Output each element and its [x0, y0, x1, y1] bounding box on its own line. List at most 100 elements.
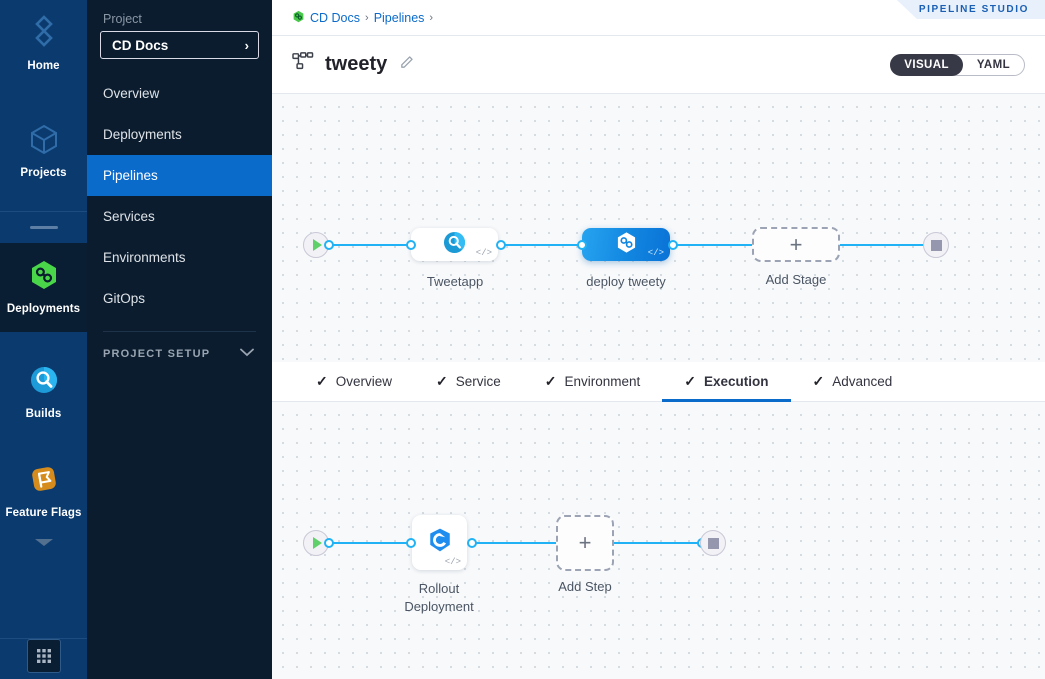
check-icon: ✓	[544, 373, 557, 389]
stage-config-tabs: ✓ Overview ✓ Service ✓ Environment ✓ Exe…	[272, 362, 1045, 402]
plus-icon: +	[578, 530, 592, 555]
port-tweetapp-in[interactable]	[406, 240, 416, 250]
sidebar-item-overview[interactable]: Overview	[87, 73, 272, 114]
breadcrumb-separator: ›	[365, 11, 369, 24]
port-exec-start-out[interactable]	[324, 538, 334, 548]
add-stage-node[interactable]: +	[752, 227, 840, 262]
check-icon: ✓	[316, 373, 328, 389]
project-sidebar: Project CD Docs › Overview Deployments P…	[87, 0, 272, 679]
build-circle-icon	[442, 230, 467, 260]
sidebar-item-gitops[interactable]: GitOps	[87, 278, 272, 319]
port-tweetapp-out[interactable]	[496, 240, 506, 250]
breadcrumb-link-cd-docs[interactable]: CD Docs	[310, 10, 361, 25]
rail-item-feature-flags[interactable]: Feature Flags	[0, 449, 87, 530]
play-icon	[313, 239, 322, 251]
page-title: tweety	[325, 53, 388, 75]
breadcrumb-bar: CD Docs › Pipelines › PIPELINE STUDIO	[272, 0, 1045, 36]
port-deploy-out[interactable]	[668, 240, 678, 250]
sidebar-item-label: Pipelines	[103, 168, 158, 183]
toggle-option-yaml[interactable]: YAML	[976, 58, 1010, 71]
sidebar-nav: Overview Deployments Pipelines Services …	[87, 73, 272, 319]
harness-green-icon	[292, 10, 305, 26]
grid-apps-icon[interactable]	[26, 639, 61, 673]
breadcrumb-link-pipelines[interactable]: Pipelines	[373, 10, 425, 25]
pipeline-studio-badge: PIPELINE STUDIO	[896, 0, 1045, 19]
builds-circle-icon	[28, 364, 60, 401]
project-selector[interactable]: CD Docs ›	[100, 31, 259, 59]
tab-environment[interactable]: ✓ Environment	[523, 362, 663, 401]
edge-start-to-rollout	[306, 542, 414, 544]
code-glyph-icon: </>	[475, 248, 492, 258]
project-setup-toggle[interactable]: PROJECT SETUP	[87, 332, 272, 360]
stage-node-deploy-tweety[interactable]: </>	[582, 228, 670, 261]
tab-service[interactable]: ✓ Service	[414, 362, 523, 401]
rail-label-deployments: Deployments	[6, 303, 81, 316]
sidebar-item-label: Services	[103, 209, 155, 224]
stop-icon	[930, 239, 942, 251]
sidebar-divider	[103, 331, 256, 332]
stop-icon	[707, 537, 719, 549]
check-icon: ✓	[812, 373, 825, 389]
cube-icon	[28, 123, 60, 160]
port-start-out[interactable]	[324, 240, 334, 250]
code-glyph-icon: </>	[444, 557, 461, 567]
sidebar-item-label: Environments	[103, 250, 186, 265]
play-icon	[313, 537, 322, 549]
pencil-icon[interactable]	[399, 55, 414, 75]
sidebar-item-deployments[interactable]: Deployments	[87, 114, 272, 155]
stage-node-tweetapp[interactable]: </>	[411, 228, 498, 261]
rail-item-builds[interactable]: Builds	[0, 350, 87, 431]
port-rollout-in[interactable]	[406, 538, 416, 548]
stage-label-tweetapp: Tweetapp	[426, 274, 484, 289]
stage-canvas[interactable]: </> Tweetapp </>	[272, 94, 1045, 362]
pipeline-end-node[interactable]	[923, 232, 949, 258]
tab-label: Environment	[564, 374, 641, 389]
step-label-rollout-deployment: Rollout Deployment	[404, 581, 474, 614]
edge-rollout-to-addstep	[472, 542, 588, 544]
rail-divider	[0, 211, 87, 243]
project-setup-label: PROJECT SETUP	[103, 348, 211, 360]
sidebar-section-label: Project	[103, 12, 142, 26]
project-selector-label: CD Docs	[112, 37, 169, 53]
add-step-label: Add Step	[558, 579, 612, 594]
home-diamond-icon	[27, 14, 61, 53]
chevron-down-icon[interactable]	[31, 535, 57, 554]
pipeline-tree-icon	[292, 52, 314, 77]
tab-label: Overview	[335, 374, 392, 389]
execution-canvas[interactable]: </> Rollout Deployment + Add Step	[272, 402, 1045, 679]
add-step-node[interactable]: +	[556, 515, 614, 571]
rail-item-projects[interactable]: Projects	[0, 109, 87, 190]
sidebar-item-environments[interactable]: Environments	[87, 237, 272, 278]
primary-nav-rail: Home Projects	[0, 0, 87, 679]
code-glyph-icon: </>	[647, 248, 664, 258]
check-icon: ✓	[684, 373, 697, 389]
visual-yaml-toggle[interactable]: VISUAL YAML	[890, 53, 1025, 76]
breadcrumb: CD Docs › Pipelines ›	[292, 10, 433, 26]
stage-label-deploy-tweety: deploy tweety	[586, 274, 666, 289]
port-deploy-in[interactable]	[577, 240, 587, 250]
tab-execution[interactable]: ✓ Execution	[662, 362, 791, 402]
rail-item-deployments[interactable]: Deployments	[0, 243, 87, 332]
sidebar-item-services[interactable]: Services	[87, 196, 272, 237]
rail-label-home: Home	[27, 60, 60, 72]
tab-label: Service	[455, 374, 501, 389]
toggle-option-visual[interactable]: VISUAL	[890, 53, 963, 76]
tab-advanced[interactable]: ✓ Advanced	[791, 362, 915, 401]
rail-item-home[interactable]: Home	[0, 0, 87, 83]
rail-bottom-section	[0, 638, 87, 679]
feature-flag-icon	[28, 463, 60, 500]
tab-overview[interactable]: ✓ Overview	[294, 362, 414, 401]
execution-end-node[interactable]	[700, 530, 726, 556]
kubernetes-rollout-icon	[427, 527, 453, 558]
chevron-right-icon: ›	[244, 37, 249, 53]
deployments-hexagon-icon	[28, 259, 60, 296]
rail-label-projects: Projects	[20, 166, 67, 179]
sidebar-item-label: GitOps	[103, 291, 146, 306]
check-icon: ✓	[436, 373, 448, 389]
chevron-down-icon	[240, 348, 254, 360]
step-node-rollout-deployment[interactable]: </>	[412, 515, 467, 570]
edge-addstage-to-end	[839, 244, 931, 246]
port-rollout-out[interactable]	[467, 538, 477, 548]
sidebar-item-pipelines[interactable]: Pipelines	[87, 155, 272, 196]
